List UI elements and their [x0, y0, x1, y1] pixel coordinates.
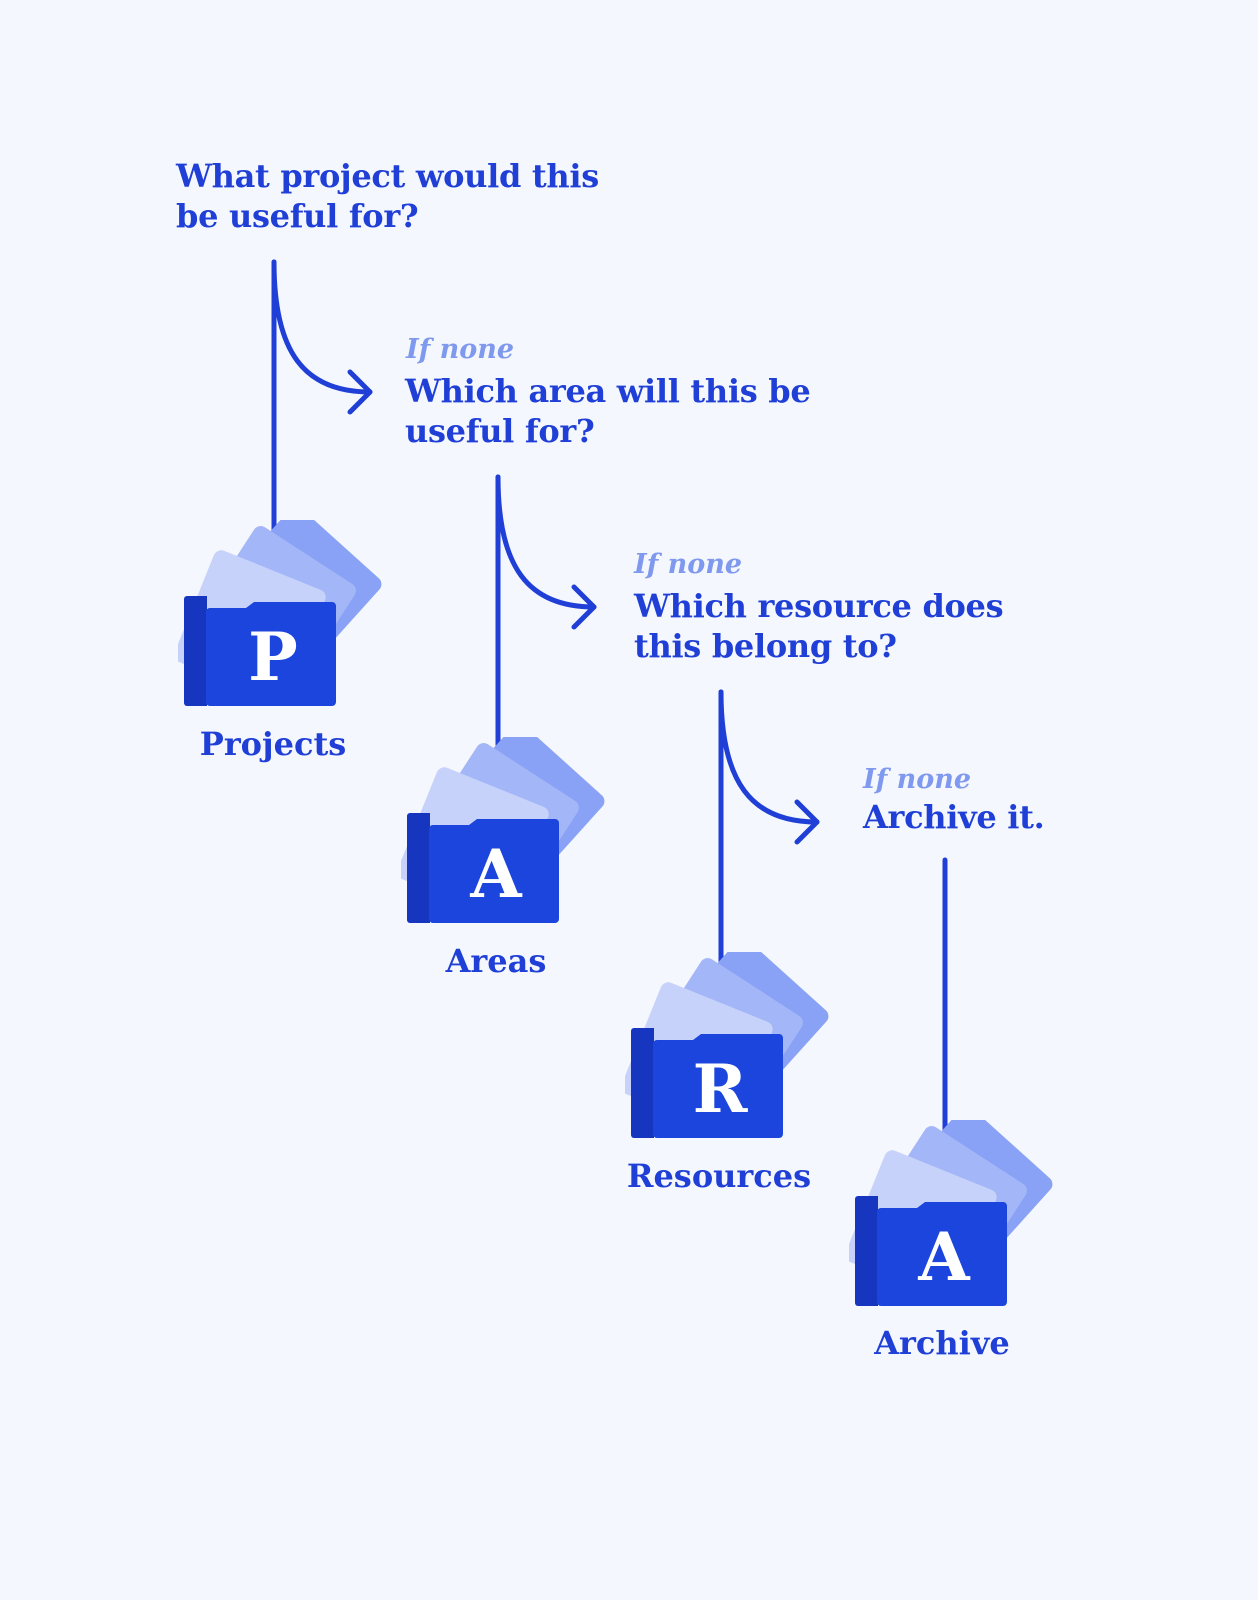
- folder-graphic: P: [178, 520, 382, 706]
- folder-label-resources: Resources: [626, 1157, 812, 1195]
- question-line: Which resource does: [634, 587, 1004, 625]
- folder-front: [877, 1202, 1007, 1306]
- question-archive: Archive it.: [863, 797, 1045, 837]
- folder-letter: P: [248, 618, 298, 696]
- curved-arrow-icon: [718, 689, 820, 825]
- arrow-head-icon: [347, 369, 373, 415]
- question-projects: What project would this be useful for?: [176, 156, 599, 236]
- folder-letter: A: [469, 835, 522, 913]
- folder-label-projects: Projects: [199, 725, 347, 763]
- question-line: this belong to?: [634, 627, 897, 665]
- if-none-label: If none: [406, 334, 515, 365]
- folder-icon: R: [625, 952, 835, 1152]
- arrow-head-icon: [571, 584, 597, 630]
- folder-front: [429, 819, 559, 923]
- folder-label-archive: Archive: [874, 1324, 1010, 1362]
- question-line: What project would this: [176, 157, 599, 195]
- folder-back: [631, 1028, 654, 1138]
- folder-back: [407, 813, 430, 923]
- curved-arrow-icon: [271, 259, 373, 395]
- question-line: Archive it.: [863, 798, 1045, 836]
- if-none-label: If none: [634, 549, 743, 580]
- folder-icon: P: [178, 520, 388, 720]
- folder-front: [653, 1034, 783, 1138]
- question-line: be useful for?: [176, 197, 419, 235]
- folder-label-areas: Areas: [445, 942, 547, 980]
- question-areas: Which area will this be useful for?: [405, 371, 811, 451]
- folder-icon: A: [401, 737, 611, 937]
- question-line: Which area will this be: [405, 372, 811, 410]
- question-line: useful for?: [405, 412, 595, 450]
- folder-icon: A: [849, 1120, 1059, 1320]
- folder-graphic: A: [849, 1120, 1053, 1306]
- if-none-label: If none: [863, 764, 972, 795]
- folder-graphic: R: [625, 952, 829, 1138]
- folder-letter: A: [917, 1218, 970, 1296]
- curved-arrow-icon: [495, 474, 597, 610]
- folder-graphic: A: [401, 737, 605, 923]
- folder-letter: R: [693, 1050, 749, 1128]
- folder-front: [206, 602, 336, 706]
- folder-back: [184, 596, 207, 706]
- question-resources: Which resource does this belong to?: [634, 586, 1004, 666]
- arrow-head-icon: [794, 799, 820, 845]
- folder-back: [855, 1196, 878, 1306]
